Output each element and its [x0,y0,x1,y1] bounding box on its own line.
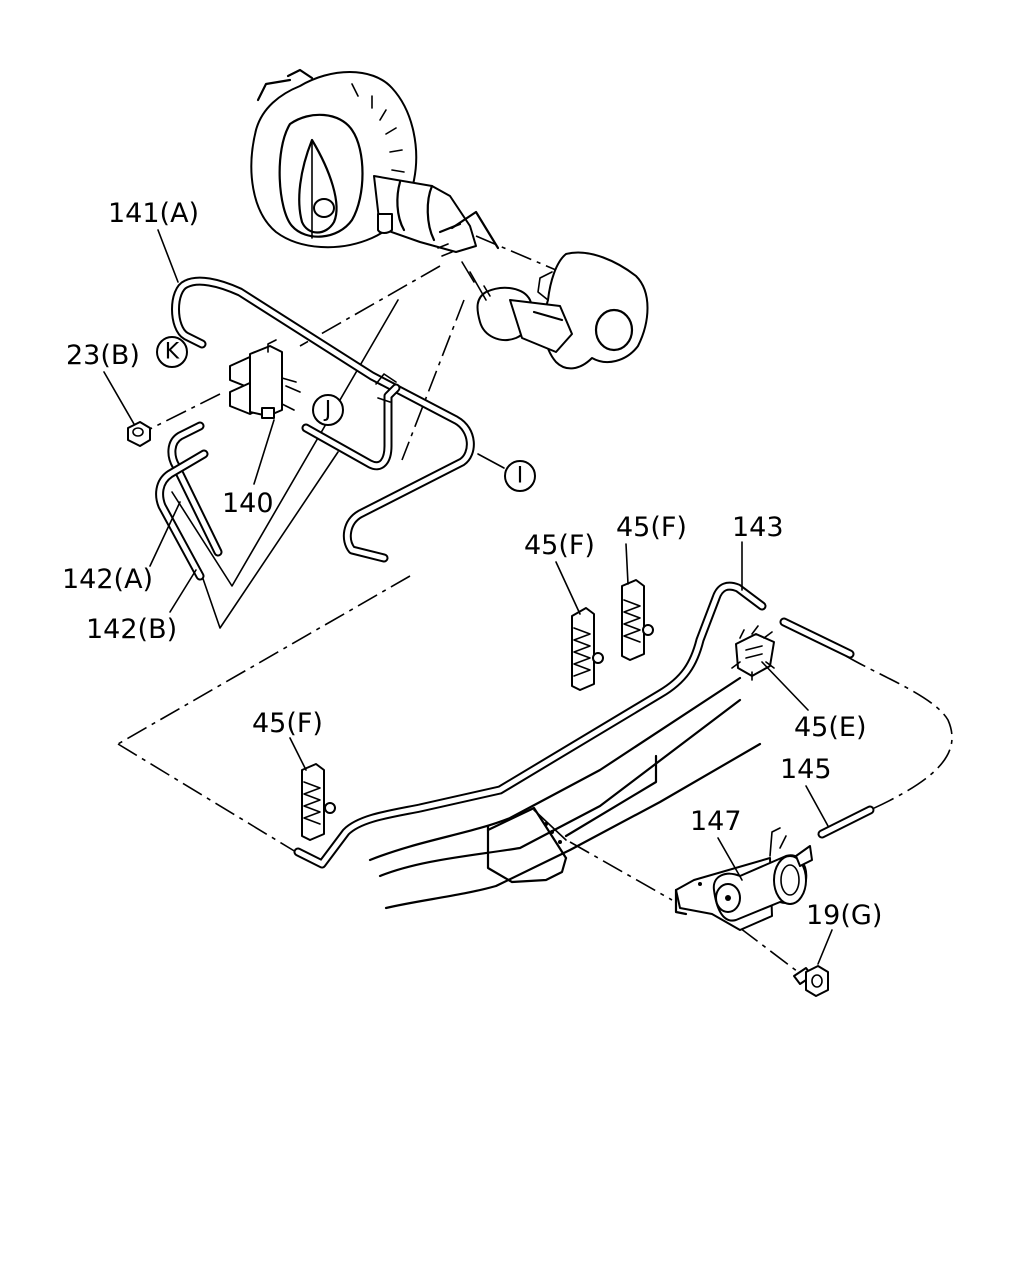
label-45f-3: 45(F) [252,708,323,739]
clip-45f-1 [571,607,604,691]
rear-axle-differential [250,68,649,370]
label-141a: 141(A) [108,198,199,229]
hose-145 [779,617,875,839]
clip-45e [731,625,775,681]
bracket-147 [674,827,813,931]
brake-pipe-141a [171,276,475,563]
clip-45f-2 [621,579,654,661]
svg-text:J: J [323,398,332,423]
frame-rail [368,676,762,910]
brake-pipe-143 [293,581,767,869]
callout-j: J [312,394,344,426]
label-45e: 45(E) [794,712,866,743]
svg-text:I: I [517,464,524,489]
label-23b: 23(B) [66,340,140,371]
label-142b: 142(B) [86,614,177,645]
callout-k: K [156,336,188,368]
label-45f-2: 45(F) [616,512,687,543]
label-142a: 142(A) [62,564,153,595]
brake-hoses-142 [155,421,223,581]
svg-text:K: K [165,340,180,365]
clip-45f-3 [301,763,336,841]
label-19g: 19(G) [806,900,882,931]
label-143: 143 [732,512,784,543]
label-leaders [103,229,833,965]
nut-23b [127,421,151,447]
label-145: 145 [780,754,832,785]
brake-connector-140 [229,339,301,419]
label-147: 147 [690,806,742,837]
label-45f-1: 45(F) [524,530,595,561]
callout-i: I [504,460,536,492]
label-140: 140 [222,488,274,519]
bolt-19g [793,965,829,997]
